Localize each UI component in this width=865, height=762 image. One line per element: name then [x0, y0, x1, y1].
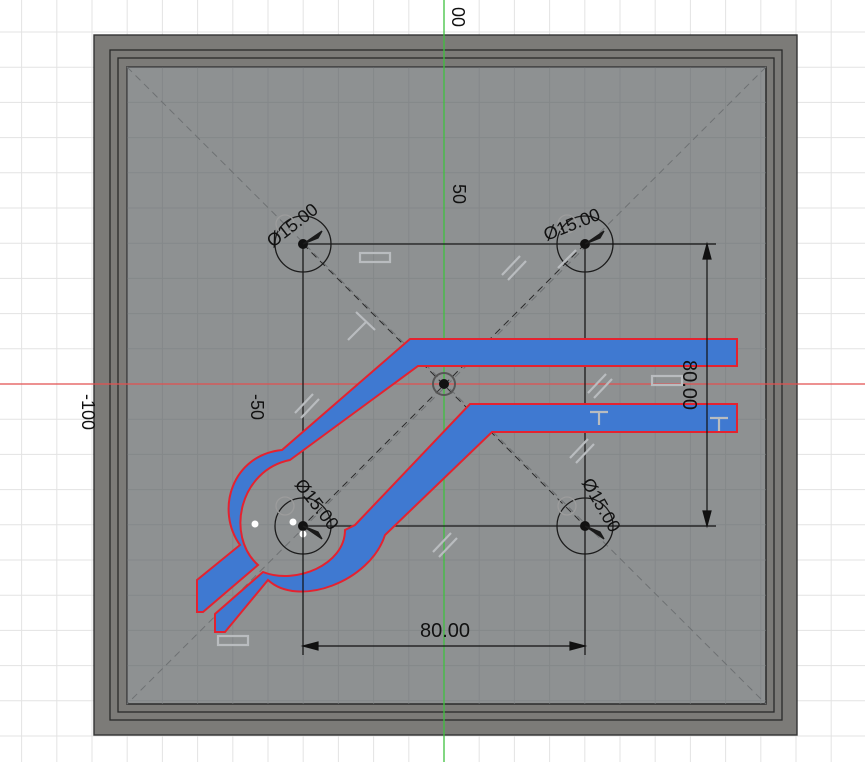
horizontal-constraint-icon	[358, 251, 392, 264]
horizontal-constraint-icon	[650, 374, 684, 387]
parallel-constraint-icon	[587, 373, 613, 399]
parallel-constraint-icon	[501, 255, 527, 281]
ruler-label-left: -100	[78, 394, 98, 430]
perpendicular-constraint-icon	[590, 410, 608, 425]
slot-profile[interactable]	[196, 338, 738, 633]
origin-point-icon	[439, 379, 449, 389]
parallel-constraint-icon	[294, 393, 320, 419]
parallel-constraint-icon	[432, 532, 458, 558]
constraint-glyphs[interactable]	[216, 249, 728, 647]
dimension-vertical[interactable]	[590, 241, 716, 529]
perpendicular-constraint-icon	[710, 416, 728, 431]
hole-rectangle[interactable]	[302, 243, 586, 527]
ruler-label-top: 00	[448, 7, 468, 27]
perpendicular-constraint-icon	[347, 311, 376, 341]
perpendicular-constraint-icon	[557, 249, 577, 269]
hole-top-left[interactable]	[274, 214, 332, 273]
axis-label-left: -50	[247, 394, 267, 420]
horizontal-constraint-icon	[216, 634, 250, 647]
diameter-leaders	[302, 230, 605, 540]
parallel-constraint-icon	[569, 438, 595, 464]
dimension-vertical-label[interactable]: 80.00	[678, 360, 700, 410]
axis-label-upper: 50	[449, 184, 469, 204]
rectangle-diagonals	[302, 243, 586, 527]
plate-diagonals	[126, 66, 767, 705]
dimension-horizontal[interactable]	[300, 530, 588, 655]
dimension-horizontal-label[interactable]: 80.00	[420, 620, 470, 642]
